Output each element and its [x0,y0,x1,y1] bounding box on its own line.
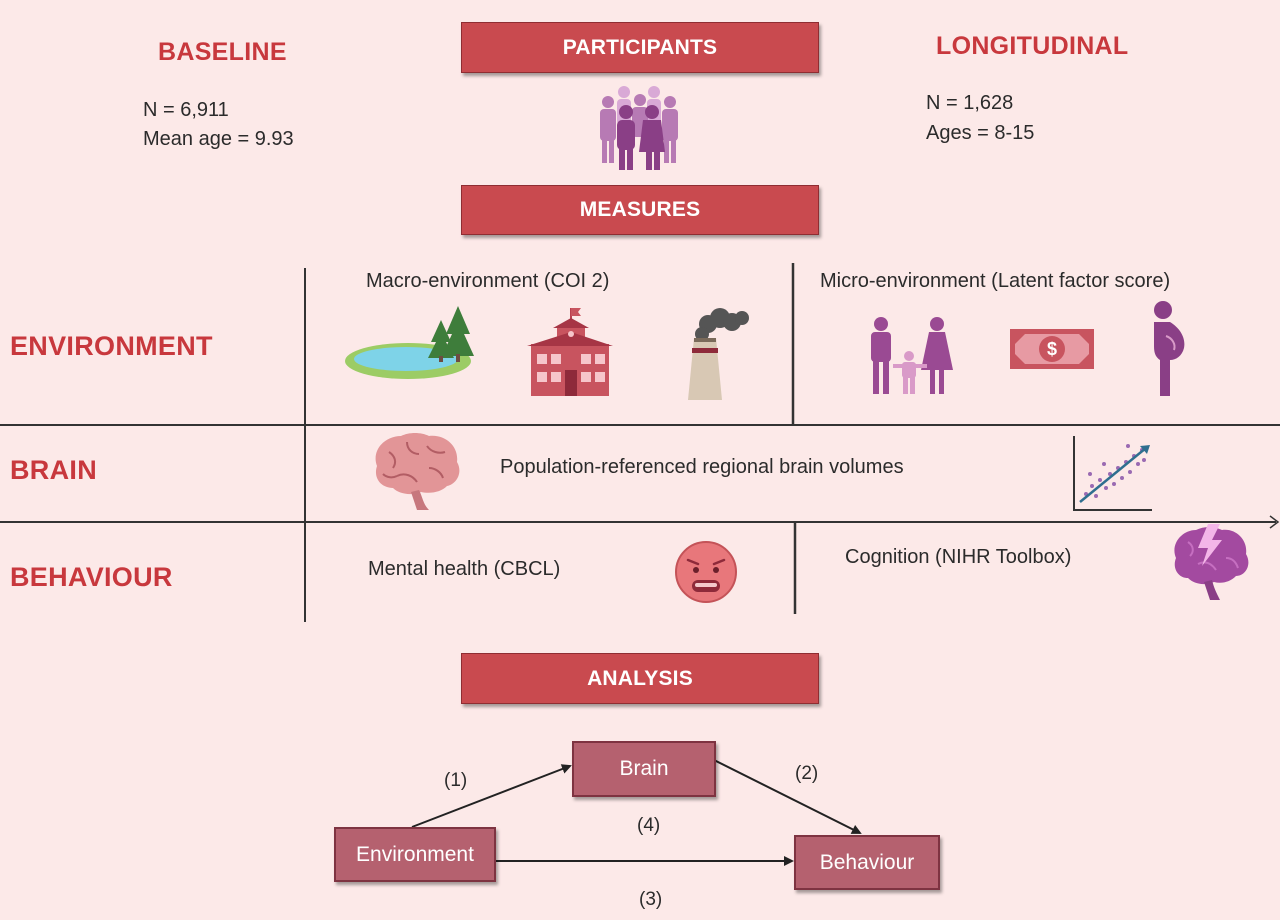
path-label-3: (3) [639,889,663,910]
behaviour-node: Behaviour [794,835,940,890]
mental-health-label: Mental health (CBCL) [368,558,561,580]
brain-volumes-label: Population-referenced regional brain vol… [500,456,904,478]
people-group-icon [600,86,678,170]
environment-node: Environment [334,827,496,882]
school-icon [527,308,613,396]
longitudinal-title: LONGITUDINAL [936,32,1129,60]
factory-icon [688,308,749,400]
scatter-plot-icon [1073,436,1152,511]
family-icon [871,317,953,394]
brain-node: Brain [572,741,716,797]
path-label-4: (4) [637,815,661,836]
baseline-age: Mean age = 9.93 [143,128,294,150]
cognition-label: Cognition (NIHR Toolbox) [845,546,1072,568]
brain-lightning-icon [1174,524,1249,600]
arrow-environment-to-brain [411,764,572,828]
environment-row-title: ENVIRONMENT [10,331,213,361]
worried-face-icon [675,541,737,603]
baseline-n: N = 6,911 [143,99,229,121]
lake-trees-icon [345,306,474,379]
arrow-brain-to-behaviour [713,759,862,834]
brain-row-title: BRAIN [10,455,97,485]
macro-environment-label: Macro-environment (COI 2) [366,270,610,292]
measures-header: MEASURES [461,185,819,235]
baseline-title: BASELINE [158,38,287,66]
brain-icon [375,433,460,510]
micro-environment-label: Micro-environment (Latent factor score) [820,270,1171,292]
money-icon: $ [1010,329,1094,369]
path-label-1: (1) [444,770,468,791]
pregnant-woman-icon [1154,301,1185,396]
longitudinal-age: Ages = 8-15 [926,122,1035,144]
svg-text:$: $ [1047,339,1057,359]
behaviour-row-title: BEHAVIOUR [10,562,173,592]
divider-arrow-tip [1269,515,1280,529]
path-label-2: (2) [795,763,819,784]
analysis-header: ANALYSIS [461,653,819,704]
longitudinal-n: N = 1,628 [926,92,1014,114]
participants-header: PARTICIPANTS [461,22,819,73]
